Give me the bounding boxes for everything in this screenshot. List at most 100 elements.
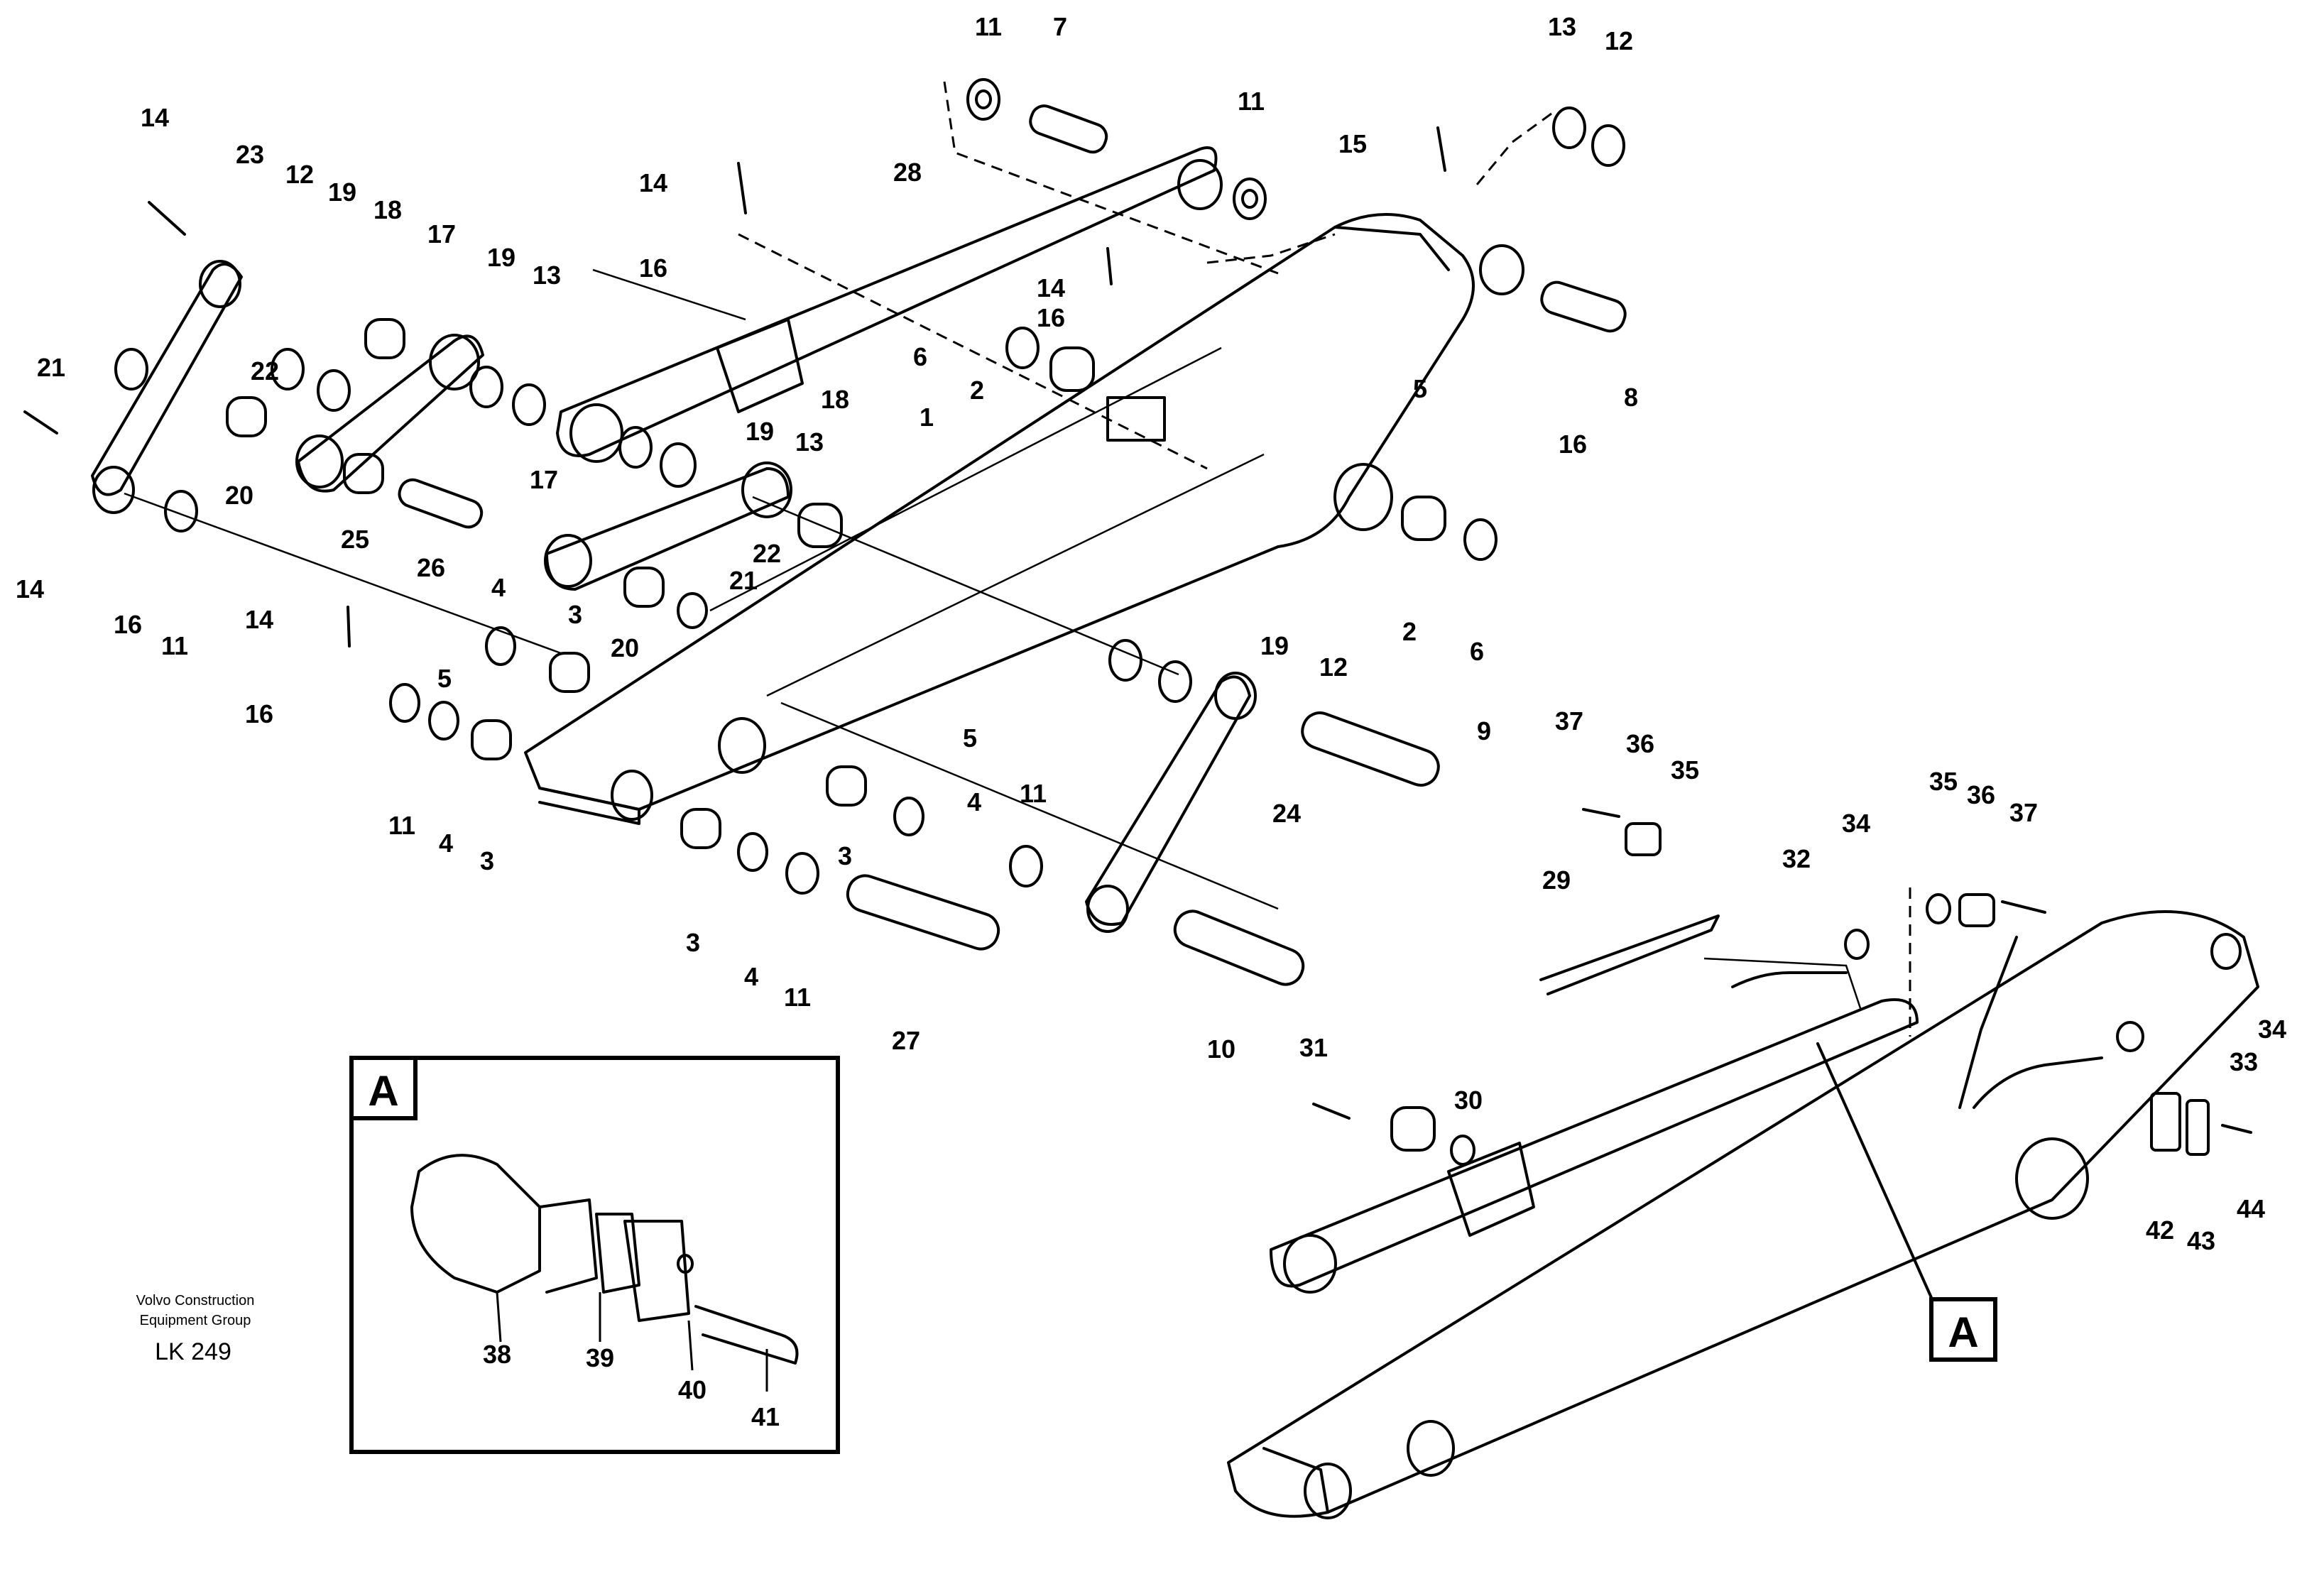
part-label: 39 (586, 1343, 614, 1372)
part-label: 19 (328, 177, 356, 207)
part-label: 31 (1299, 1033, 1328, 1062)
part-label: 43 (2187, 1226, 2215, 1255)
part-label: 17 (427, 219, 456, 248)
part-label: 37 (2009, 798, 2038, 827)
part-label: 16 (639, 253, 667, 283)
part-label: 11 (975, 12, 1002, 41)
part-label: 3 (480, 846, 494, 875)
part-label: 14 (245, 605, 273, 634)
part-label: 21 (729, 566, 758, 595)
part-label: 14 (16, 574, 44, 603)
part-label: 18 (373, 195, 402, 224)
part-label: 6 (1470, 637, 1484, 666)
part-label: 11 (1238, 87, 1265, 116)
part-label: 11 (784, 983, 811, 1012)
part-label: 5 (1413, 374, 1427, 403)
part-label: 35 (1671, 755, 1699, 785)
part-label: 24 (1272, 799, 1301, 828)
part-label: 14 (639, 168, 667, 197)
part-label: 16 (1037, 303, 1065, 332)
part-label: 28 (893, 158, 922, 187)
part-label: 12 (1605, 26, 1633, 55)
washers-and-bushings (114, 78, 1625, 895)
part-label: 16 (1559, 430, 1587, 459)
part-label: 22 (251, 356, 279, 386)
part-label: 2 (1402, 617, 1417, 646)
part-label: 44 (2237, 1194, 2265, 1223)
part-label: 36 (1626, 729, 1654, 758)
part-label: 23 (236, 140, 264, 169)
part-label: 1 (920, 403, 934, 432)
part-label: 16 (245, 699, 273, 728)
part-label: 15 (1338, 129, 1367, 158)
drawing-code: LK 249 (155, 1338, 231, 1365)
part-label: 2 (970, 376, 984, 405)
part-label: 22 (753, 539, 781, 568)
part-label: 11 (1020, 779, 1047, 808)
part-label: 27 (892, 1026, 920, 1055)
bolts (23, 126, 1446, 648)
publisher-line-1: Volvo Construction (136, 1293, 255, 1308)
part-label: 33 (2230, 1047, 2258, 1076)
part-label: 14 (141, 103, 169, 132)
publisher-block: Volvo Construction Equipment Group LK 24… (136, 1293, 255, 1365)
part-label: 3 (686, 928, 700, 957)
part-label: 9 (1477, 716, 1491, 745)
part-label: 20 (225, 481, 253, 510)
part-label: 34 (2258, 1015, 2286, 1044)
part-label: 18 (821, 385, 849, 414)
pin-9 (1301, 711, 1440, 787)
pin-7 (1029, 104, 1108, 154)
part-label: 11 (388, 811, 415, 840)
part-label: 37 (1555, 706, 1583, 736)
part-label: 12 (1319, 652, 1348, 682)
part-label: 10 (1207, 1034, 1235, 1064)
part-label: 19 (1260, 631, 1289, 660)
part-label: 41 (751, 1402, 780, 1431)
part-label: 42 (2146, 1215, 2174, 1245)
part-label: 16 (114, 610, 142, 639)
part-label: 17 (530, 465, 558, 494)
part-label: 36 (1967, 780, 1995, 809)
part-label: 5 (437, 664, 452, 693)
detail-a-label: A (368, 1067, 398, 1115)
part-label: 4 (744, 962, 758, 991)
part-label: 21 (37, 353, 65, 382)
pin-8 (1540, 280, 1627, 333)
part-label: 4 (491, 573, 506, 602)
part-label: 35 (1929, 767, 1958, 796)
part-number-labels: 11 7 11 13 12 15 28 14 16 14 16 6 2 5 8 … (16, 12, 2286, 1431)
part-label: 11 (161, 631, 188, 660)
part-label: 32 (1782, 844, 1811, 873)
detail-a-panel: A (349, 1056, 840, 1454)
detail-a-callout-label: A (1948, 1308, 1978, 1356)
pin-10 (1173, 909, 1305, 986)
part-label: 30 (1454, 1086, 1483, 1115)
part-label: 5 (963, 723, 977, 753)
part-label: 4 (967, 787, 981, 816)
part-label: 8 (1624, 383, 1638, 412)
part-label: 13 (1548, 12, 1576, 41)
boom-assembly-hydraulic-lines (1227, 808, 2259, 1519)
publisher-line-2: Equipment Group (140, 1313, 251, 1328)
part-label: 19 (746, 417, 774, 446)
part-label: 14 (1037, 273, 1065, 302)
part-label: 6 (913, 342, 927, 371)
part-label: 25 (341, 525, 369, 554)
part-label: 3 (568, 600, 582, 629)
part-label: 4 (439, 829, 453, 858)
part-label: 34 (1842, 809, 1870, 838)
part-label: 40 (678, 1375, 707, 1404)
part-label: 13 (533, 261, 561, 290)
part-label: 20 (611, 633, 639, 662)
part-label: 38 (483, 1340, 511, 1369)
detail-a-callout: A (1929, 1297, 1997, 1362)
part-label: 26 (417, 553, 445, 582)
part-label: 13 (795, 427, 824, 457)
part-label: 19 (487, 243, 515, 272)
part-label: 3 (838, 841, 852, 870)
part-label: 7 (1053, 12, 1067, 41)
boom-assembly-upper (23, 78, 1627, 986)
pin-27 (846, 874, 1000, 951)
